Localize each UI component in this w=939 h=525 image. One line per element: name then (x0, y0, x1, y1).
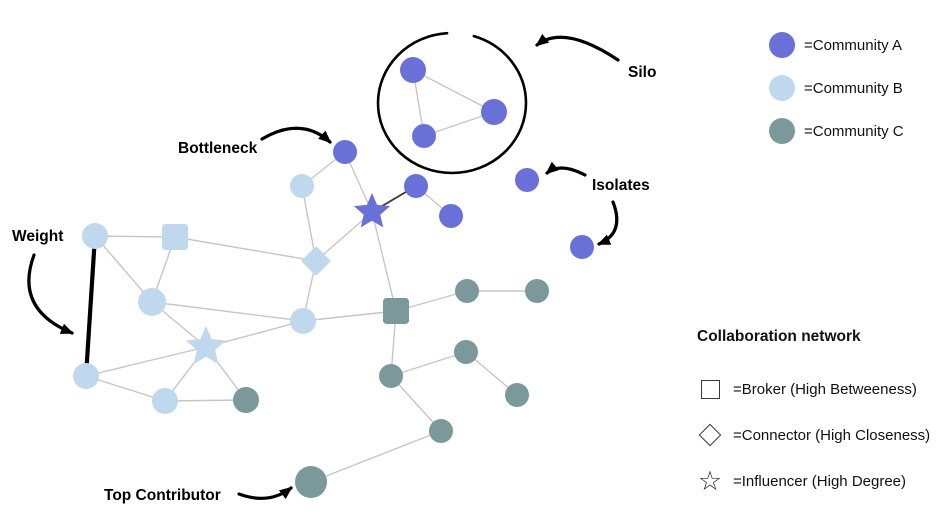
annotation-weight-label: Weight (12, 228, 63, 245)
node-a2 (481, 99, 507, 125)
node-a4 (333, 140, 357, 164)
annotation-isolates-arrow-1 (545, 161, 587, 177)
connector-label: =Connector (High Closeness) (733, 426, 931, 444)
annotation-silo-arrow (535, 33, 620, 62)
annotation-isolates-label: Isolates (592, 177, 650, 194)
node-c4 (233, 387, 259, 413)
node-b3 (290, 174, 314, 198)
node-c8 (429, 419, 453, 443)
legend-item-influencer: ☆ =Influencer (High Degree) (697, 465, 930, 496)
node-a3 (412, 124, 436, 148)
roles-legend-title: Collaboration network (697, 328, 861, 345)
legend-item-community-c: =Community C (769, 117, 904, 145)
community-a-swatch-icon (769, 32, 795, 58)
node-c7 (505, 383, 529, 407)
node-b9 (152, 388, 178, 414)
community-legend: =Community A =Community B =Community C (769, 31, 904, 160)
node-c3 (525, 279, 549, 303)
node-b1 (82, 223, 108, 249)
connector-diamond-icon (697, 422, 723, 448)
edge (85, 346, 207, 377)
node-b2 (162, 224, 188, 250)
annotation-bottleneck-label: Bottleneck (178, 140, 258, 157)
community-b-label: =Community B (804, 79, 903, 97)
node-c9 (295, 466, 327, 498)
node-b8 (73, 363, 99, 389)
edge (310, 430, 442, 483)
edge (164, 399, 247, 402)
node-c5 (379, 364, 403, 388)
roles-legend: Collaboration network =Broker (High Betw… (697, 328, 930, 514)
silo-circle (376, 31, 528, 175)
legend-item-broker: =Broker (High Betweeness) (697, 376, 930, 402)
edge (390, 351, 467, 377)
node-b5 (301, 246, 331, 276)
community-c-swatch-icon (769, 118, 795, 144)
node-a1 (400, 57, 426, 83)
node-b4 (138, 288, 166, 316)
node-a8 (515, 168, 539, 192)
community-c-label: =Community C (804, 122, 904, 140)
influencer-label: =Influencer (High Degree) (733, 472, 907, 490)
edge (371, 211, 397, 312)
community-b-swatch-icon (769, 75, 795, 101)
edge (412, 69, 495, 113)
square-shape (700, 379, 720, 399)
node-a6 (353, 193, 391, 228)
annotation-top-contributor-label: Top Contributor (104, 487, 221, 504)
node-a9 (570, 235, 594, 259)
node-c1 (383, 298, 409, 324)
weight-edge (83, 235, 98, 377)
edge (390, 375, 442, 432)
diamond-shape (698, 423, 722, 447)
edge (151, 301, 304, 322)
annotation-silo-label: Silo (628, 64, 656, 81)
annotation-bottleneck-arrow (260, 126, 332, 144)
node-a5 (404, 174, 428, 198)
annotation-isolates-arrow-2 (597, 200, 619, 246)
edge (94, 235, 176, 238)
broker-label: =Broker (High Betweeness) (733, 380, 917, 398)
node-b6 (290, 308, 316, 334)
annotation-top-contributor-arrow (237, 486, 293, 500)
node-c2 (455, 279, 479, 303)
node-b7 (186, 326, 226, 364)
edge (302, 310, 397, 322)
legend-item-community-b: =Community B (769, 74, 904, 102)
edge (174, 236, 317, 262)
edge (85, 375, 166, 402)
annotation-weight-arrow (27, 253, 74, 335)
community-a-label: =Community A (804, 36, 902, 54)
node-c6 (454, 340, 478, 364)
influencer-star-icon: ☆ (697, 465, 723, 496)
broker-square-icon (697, 376, 723, 402)
node-a7 (439, 204, 463, 228)
edge (94, 235, 153, 303)
legend-item-connector: =Connector (High Closeness) (697, 422, 930, 448)
legend-item-community-a: =Community A (769, 31, 904, 59)
